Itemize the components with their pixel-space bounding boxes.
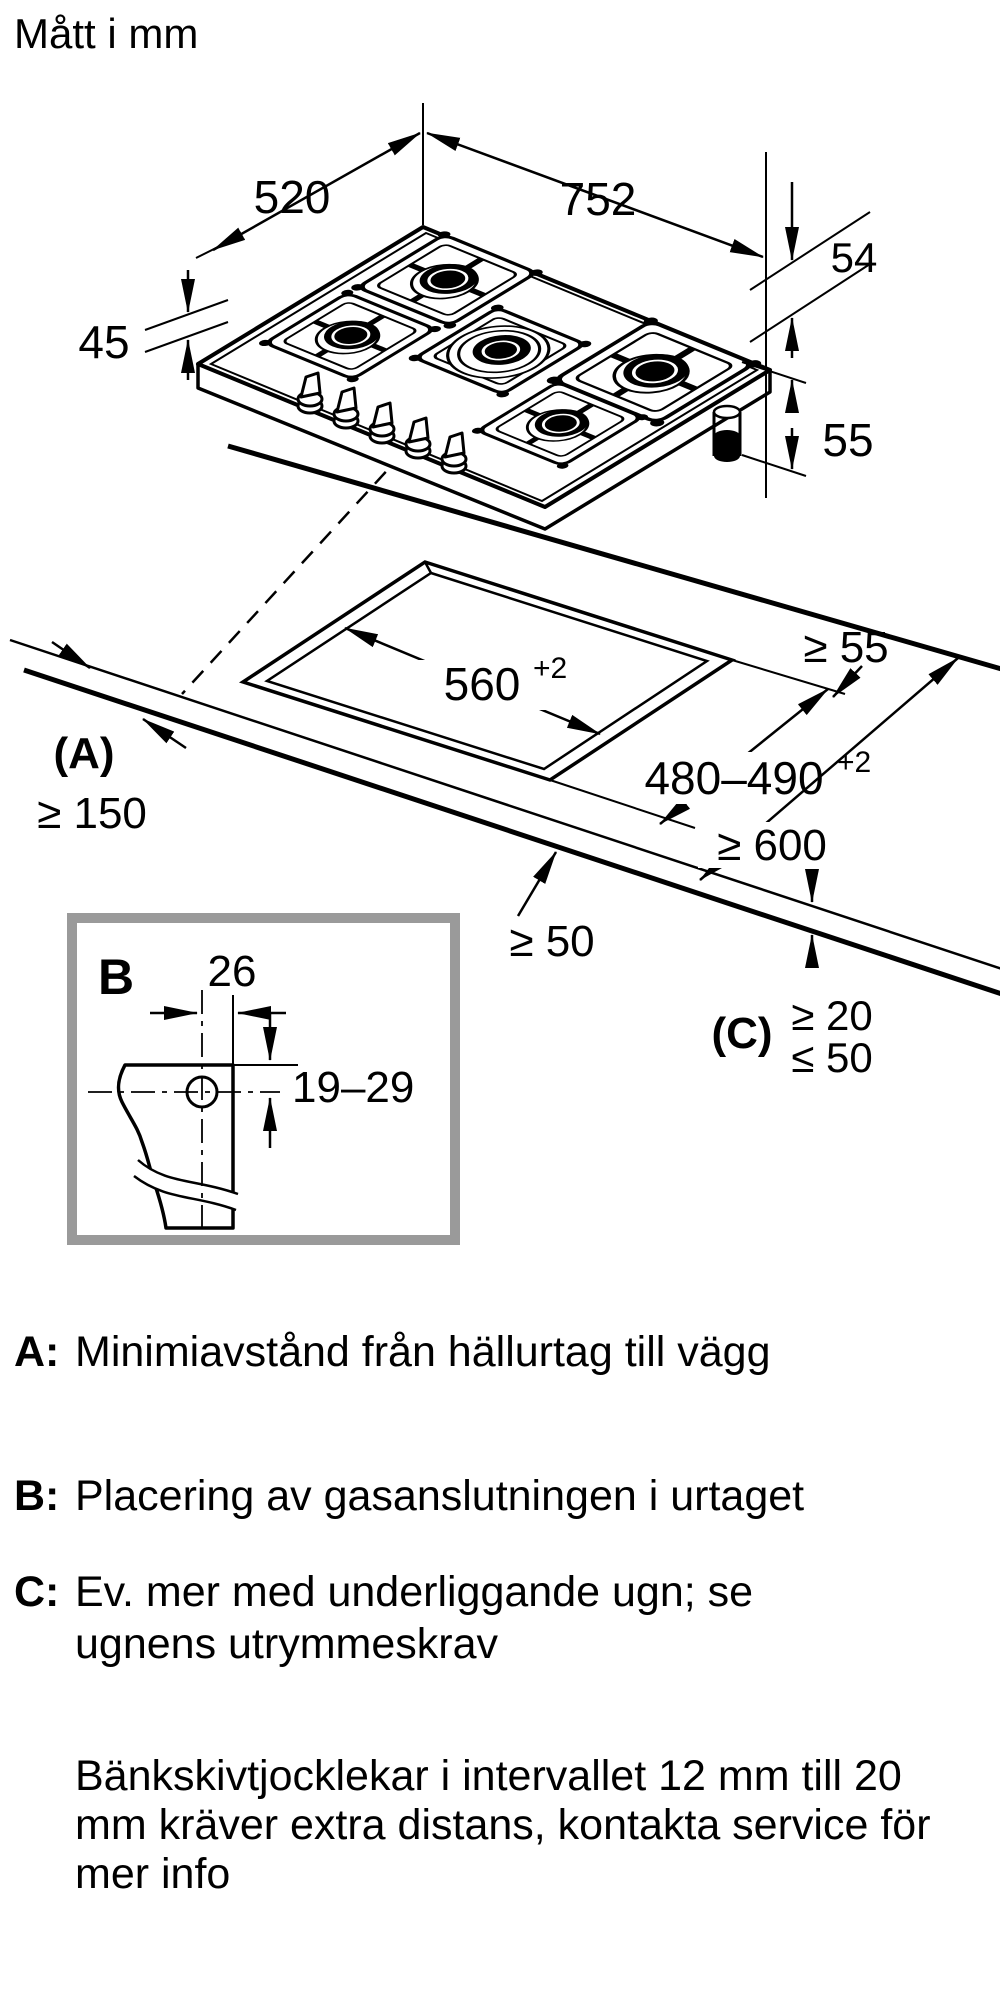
dim-c-min20-label: ≥ 20 [791,992,872,1039]
page-title: Mått i mm [14,10,199,57]
dim-26-label: 26 [208,947,257,996]
dim-54-label: 54 [831,234,878,281]
dim-752-label: 752 [560,173,637,225]
dim-19-29-label: 19–29 [292,1063,414,1112]
dim-560-sup: +2 [533,652,567,685]
detail-b-label: B [98,949,134,1005]
dim-min600-label: ≥ 600 [717,821,827,870]
worktop-cutout-drawing: 560 +2 ≥ 55 (A) ≥ 150 480–490 +2 ≥ 600 ≥… [9,443,1000,1081]
worktop-profile [88,990,280,1233]
legend-text-a: Minimiavstånd från hällurtag till vägg [75,1328,771,1376]
dim-55-label: 55 [822,414,873,466]
dim-c-max50-label: ≤ 50 [791,1034,872,1081]
detail-b-box: B 26 19–29 [67,913,460,1245]
dim-560-label: 560 [444,658,521,710]
legend-key-c: C: [14,1568,60,1616]
dim-45-label: 45 [78,316,129,368]
dim-480-sup: +2 [837,746,871,779]
dim-min150-label: ≥ 150 [37,789,147,838]
note-text: Bänkskivtjocklekar i intervallet 12 mm t… [75,1752,931,1898]
gas-connection-pipe [712,404,742,462]
hob-drawing: 520 752 54 45 55 [78,103,878,531]
legend-key-a: A: [14,1328,60,1376]
legend-row-a: A: Minimiavstånd från hällurtag till väg… [14,1326,895,1378]
legend-text-b: Placering av gasanslutningen i urtaget [75,1472,805,1520]
legend-row-c: C: Ev. mer med underliggande ugn; se ugn… [14,1566,775,1670]
legend-row-b: B: Placering av gasanslutningen i urtage… [14,1470,895,1522]
dim-min50-label: ≥ 50 [509,917,594,966]
dim-520-label: 520 [254,171,331,223]
projection-dashed-line [181,451,405,695]
dim-min55-label: ≥ 55 [803,623,888,672]
label-C: (C) [711,1009,772,1058]
legend-text-c: Ev. mer med underliggande ugn; se ugnens… [75,1568,754,1668]
legend-key-b: B: [14,1472,60,1520]
label-A: (A) [53,729,114,778]
